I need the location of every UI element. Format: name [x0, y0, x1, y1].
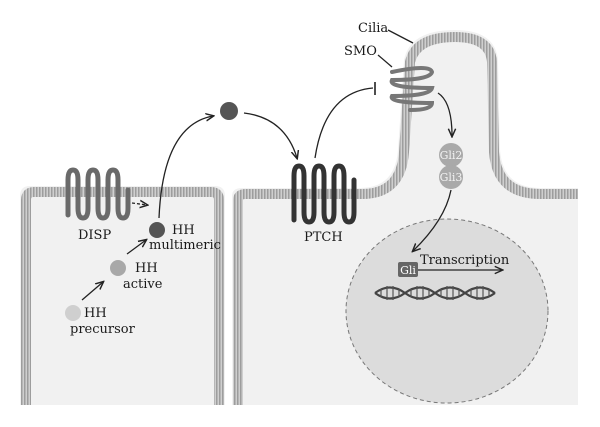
disp-receptor [65, 167, 131, 221]
label-hh-precursor-line2: precursor [70, 322, 136, 337]
arrow-active-to-multimeric [126, 240, 146, 255]
label-transcription: Transcription [420, 253, 510, 268]
hh-multimeric-molecule [149, 222, 165, 238]
smo-receptor [389, 66, 435, 112]
hh-active-molecule [110, 260, 126, 276]
label-cilia: Cilia [358, 21, 388, 36]
sending-cell [20, 186, 225, 405]
label-gli3: Gli3 [440, 171, 463, 184]
label-ptch: PTCH [304, 230, 343, 245]
arrow-smo-to-gli [437, 92, 452, 136]
gli2-bubble [439, 143, 463, 167]
gli3-bubble [439, 165, 463, 189]
arrow-precursor-to-active [81, 282, 103, 301]
label-hh-active-line1: HH [135, 261, 158, 276]
dna-helix [374, 286, 496, 300]
arrow-disp-to-multimeric [131, 203, 147, 205]
receiving-cell-membrane [233, 31, 578, 405]
hh-free-molecule [220, 102, 238, 120]
hh-precursor-molecule [65, 305, 81, 321]
label-gli2: Gli2 [440, 149, 463, 162]
arrow-ptch-inhibits-smo [314, 87, 374, 159]
label-disp: DISP [78, 228, 111, 243]
label-hh-multimeric-line1: HH [172, 223, 195, 238]
label-gli: Gli [400, 264, 416, 277]
pathway-arrows [81, 29, 502, 301]
label-hh-multimeric-line2: multimeric [149, 238, 221, 253]
smo-leader-line [377, 54, 393, 68]
gli-box [398, 262, 418, 277]
ptch-receptor [291, 163, 357, 225]
arrow-multimeric-to-secreted [158, 116, 213, 219]
cilia-leader-line [387, 29, 414, 44]
label-smo: SMO [344, 44, 377, 59]
nucleus [345, 218, 549, 404]
arrow-gli-to-nucleus [413, 189, 452, 251]
label-hh-precursor-line1: HH [84, 306, 107, 321]
arrow-hh-to-ptch [243, 112, 297, 158]
label-hh-active-line2: active [123, 277, 163, 292]
sending-cell-membrane [21, 187, 224, 405]
